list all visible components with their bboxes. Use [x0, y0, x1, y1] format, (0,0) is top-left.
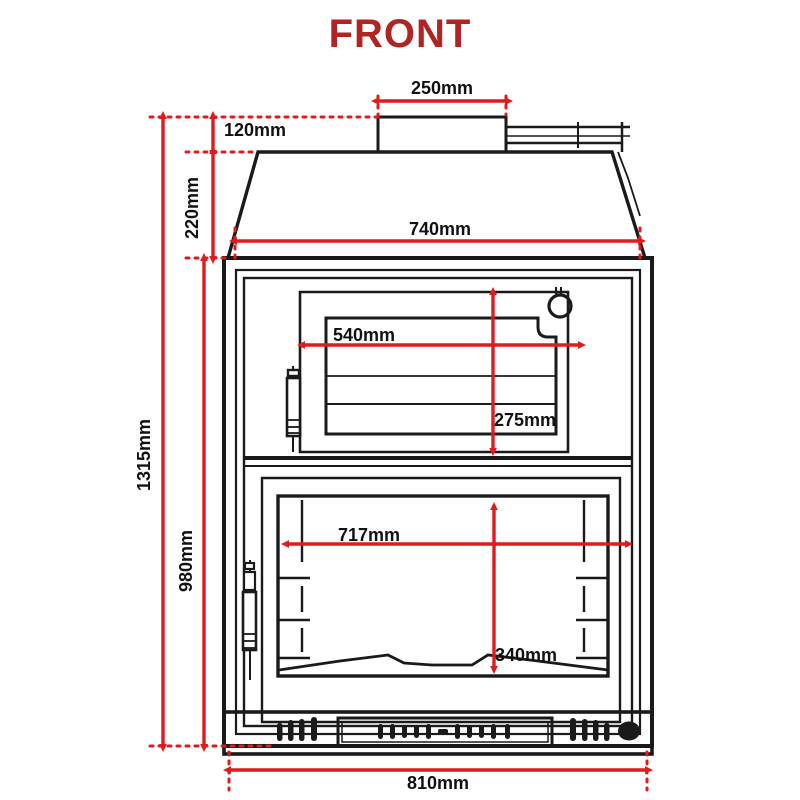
- firebox-brick-left: [278, 500, 310, 660]
- page-title: FRONT: [329, 12, 472, 56]
- dim-label-740mm: 740mm: [409, 219, 471, 239]
- flue-collar: [376, 115, 508, 154]
- dim-label-275mm: 275mm: [494, 410, 556, 430]
- dim-label-1315mm: 1315mm: [134, 419, 154, 491]
- firebox-opening: [276, 494, 610, 678]
- dim-label-540mm: 540mm: [333, 325, 395, 345]
- dim-label-220mm: 220mm: [182, 177, 202, 239]
- firebox-ash-bed: [278, 653, 609, 672]
- base-control-knob: [618, 721, 640, 741]
- base-vent-slots-right: [570, 718, 610, 741]
- dim-label-340mm: 340mm: [495, 645, 557, 665]
- base-vent-slots-left: [277, 717, 317, 741]
- firebox-door-panel: [260, 476, 622, 724]
- dim-label-980mm: 980mm: [176, 530, 196, 592]
- dim-label-120mm: 120mm: [224, 120, 286, 140]
- oven-door-knob: [547, 293, 573, 319]
- oven-door-handle: [285, 366, 302, 452]
- stove-body-outer: [222, 256, 654, 748]
- dim-label-717mm: 717mm: [338, 525, 400, 545]
- stove-body-frame-2: [234, 268, 642, 736]
- firebox-door-handle: [241, 560, 258, 680]
- oven-opening: [324, 316, 558, 436]
- base-center-panel: [336, 716, 554, 748]
- firebox-brick-right: [576, 500, 608, 660]
- dim-label-810mm: 810mm: [407, 773, 469, 793]
- base-center-panel-inner: [341, 721, 549, 743]
- base-plinth: [222, 710, 654, 756]
- base-center-slots: [378, 724, 510, 739]
- canopy-edge-detail: [617, 151, 641, 217]
- dim-label-250mm: 250mm: [411, 78, 473, 98]
- stove-body-frame-3: [242, 276, 634, 728]
